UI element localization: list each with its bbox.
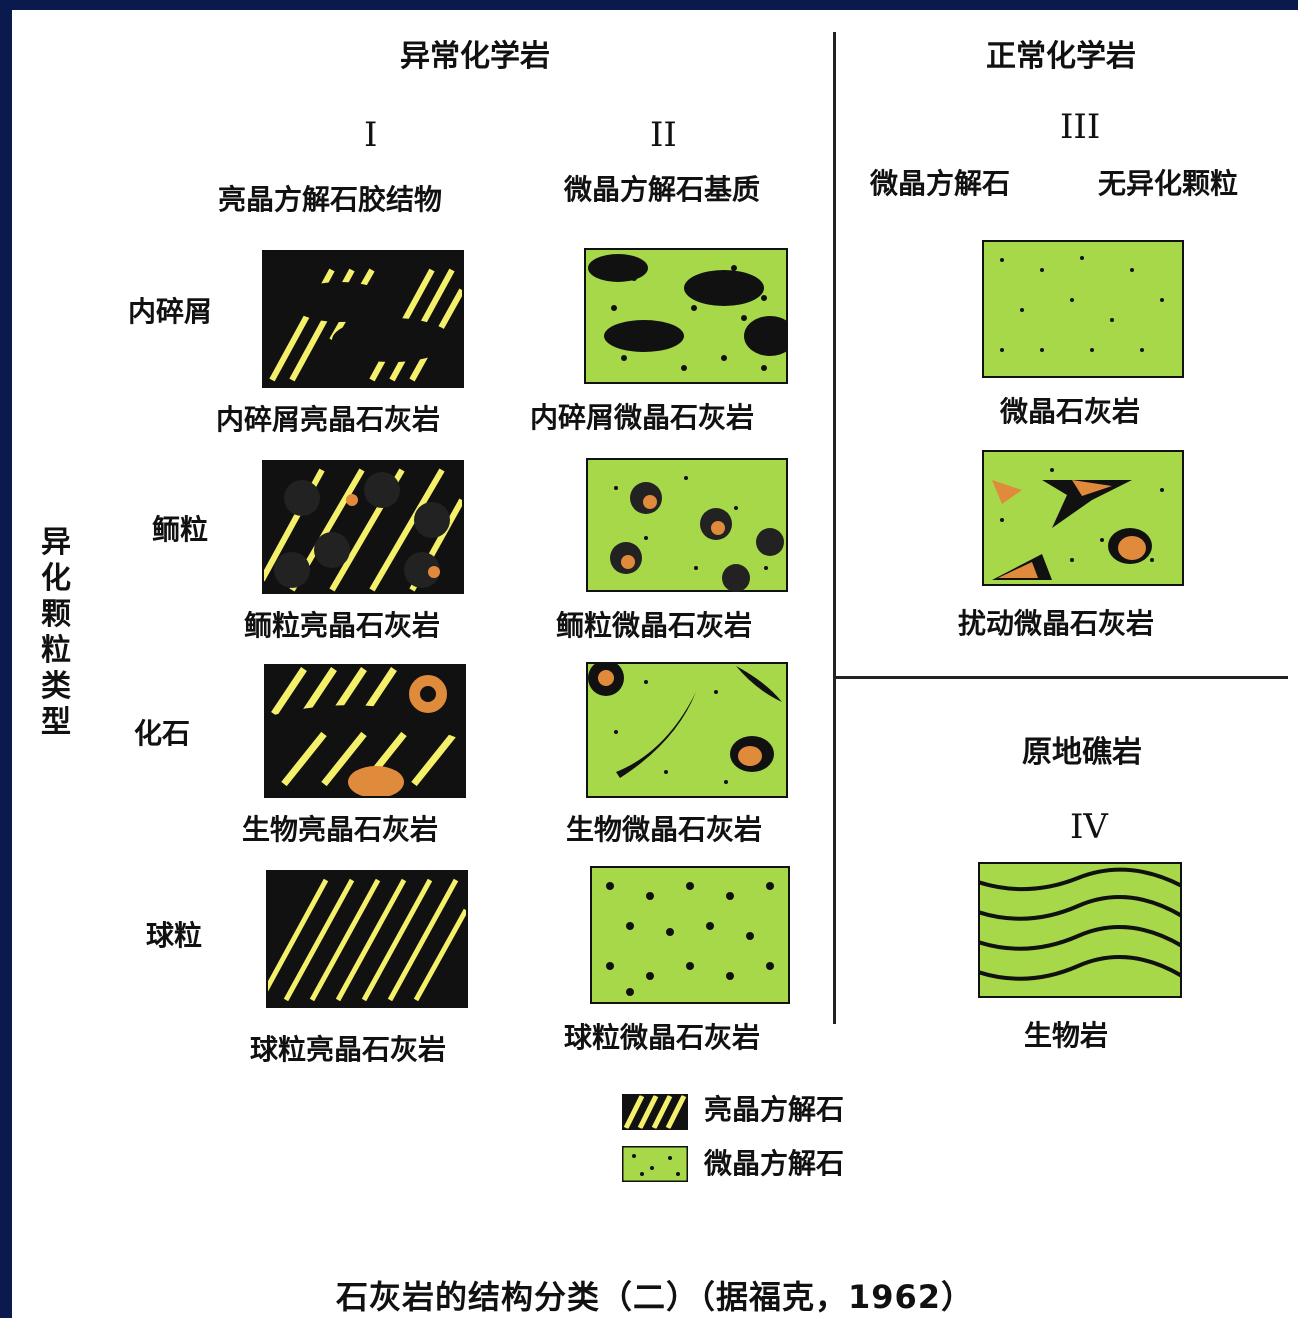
col3-subheader-b: 无异化颗粒 [1098, 167, 1239, 200]
micrite-pattern [982, 240, 1184, 378]
roman-i: I [364, 115, 378, 155]
vertical-char: 异 [41, 525, 71, 560]
row-label-intraclast: 内碎屑 [128, 295, 213, 328]
vertical-char: 化 [41, 561, 71, 596]
legend-sparry-label: 亮晶方解石 [704, 1093, 845, 1126]
legend-micrite-swatch [622, 1146, 688, 1182]
caption-r2c1: 鲕粒亮晶石灰岩 [244, 609, 441, 642]
figure-title: 石灰岩的结构分类（二）（据福克，1962） [335, 1278, 975, 1316]
caption-r3c2: 生物微晶石灰岩 [566, 813, 763, 846]
figure-panel: 异常化学岩 正常化学岩 I II III 亮晶方解石胶结物 微晶方解石基质 微晶… [12, 10, 1298, 1318]
ooid-micrite-pattern [586, 458, 788, 592]
roman-ii: II [650, 115, 677, 155]
caption-c3b: 扰动微晶石灰岩 [958, 607, 1155, 640]
pellet-micrite-pattern [590, 866, 790, 1004]
vertical-divider [833, 32, 836, 1024]
vertical-char: 粒 [41, 633, 71, 668]
pellet-sparite-pattern [266, 870, 468, 1008]
normal-header: 正常化学岩 [986, 39, 1136, 74]
caption-r3c1: 生物亮晶石灰岩 [242, 813, 439, 846]
roman-iii: III [1060, 107, 1101, 147]
roman-iv: IV [1070, 807, 1108, 847]
vertical-char: 类 [41, 669, 71, 704]
horizontal-divider [836, 676, 1288, 679]
caption-r1c2: 内碎屑微晶石灰岩 [530, 401, 755, 434]
caption-r4c2: 球粒微晶石灰岩 [564, 1021, 761, 1054]
caption-r1c1: 内碎屑亮晶石灰岩 [216, 403, 441, 436]
row-label-ooid: 鲕粒 [152, 513, 209, 546]
caption-c3a: 微晶石灰岩 [1000, 395, 1141, 428]
caption-r2c2: 鲕粒微晶石灰岩 [556, 609, 753, 642]
reef-header: 原地礁岩 [1022, 735, 1142, 770]
col2-subheader: 微晶方解石基质 [564, 173, 761, 206]
legend-sparry-swatch [622, 1094, 688, 1130]
vertical-char: 型 [41, 705, 71, 740]
row-label-pellet: 球粒 [146, 919, 203, 952]
caption-r4c1: 球粒亮晶石灰岩 [250, 1033, 447, 1066]
intraclast-micrite-pattern [584, 248, 788, 384]
row-label-fossil: 化石 [134, 717, 191, 750]
fossil-sparite-pattern [264, 664, 466, 798]
legend-micrite-label: 微晶方解石 [704, 1147, 845, 1180]
biolithite-pattern [978, 862, 1182, 998]
ooid-sparite-pattern [262, 460, 464, 594]
col3-subheader-a: 微晶方解石 [870, 167, 1011, 200]
vertical-char: 颗 [41, 597, 71, 632]
vertical-label: 异 化 颗 粒 类 型 [38, 525, 74, 741]
col1-subheader: 亮晶方解石胶结物 [218, 183, 443, 216]
fossil-micrite-pattern [586, 662, 788, 798]
abnormal-header: 异常化学岩 [400, 39, 550, 74]
intraclast-sparite-pattern [262, 250, 464, 388]
disturbed-micrite-pattern [982, 450, 1184, 586]
caption-c4: 生物岩 [1024, 1019, 1109, 1052]
